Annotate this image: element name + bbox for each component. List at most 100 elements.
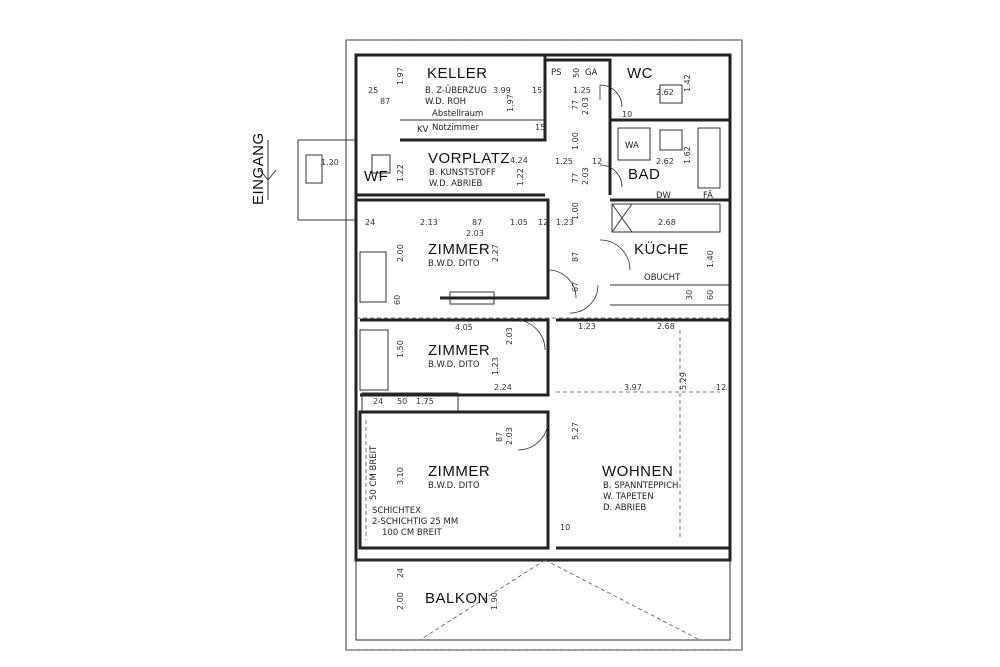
zimmer1-name: ZIMMER [428,241,490,258]
dim-z3c: 87 [495,432,504,442]
dim-wc3: 1.25 [573,86,591,95]
dim-ku3: 60 [706,290,715,300]
zimmer3-name: ZIMMER [428,463,490,480]
zimmer2-name: ZIMMER [428,342,490,359]
dim-v2: 1.22 [396,164,405,182]
bad-door-swing [599,164,623,188]
kueche-door-swing [599,239,631,271]
zimmer2-door-swing [514,319,546,351]
dim-b1: 2.62 [656,157,674,166]
entrance-outline [297,139,356,221]
dim-z2c: 1.23 [491,357,500,375]
dim-s3: 1.75 [416,397,434,406]
dim-z2f: 5.29 [679,372,688,390]
dim-z1b: 87 [472,218,482,227]
bad-fixture [659,129,683,151]
dim-z3d: 5.27 [571,422,580,440]
wohnen-wall [556,318,732,550]
dim-c2: 2.03 [581,97,590,115]
dim-v1: 4.24 [510,156,528,165]
zimmer1-door-frame [449,291,495,305]
kueche-counter [611,203,721,233]
zimmer3-extra-1: SCHICHTEX [372,506,421,516]
keller-wall [356,53,547,142]
bad-name: BAD [628,166,660,183]
zimmer3-wall [358,410,550,550]
label-kv: KV [417,125,429,135]
dim-k2: 3.99 [493,86,511,95]
wohnen-name: WOHNEN [602,463,673,480]
dim-ku5: 60 [393,295,402,305]
dim-m5: 67 [571,282,580,292]
dim-k5: 87 [380,97,390,106]
dim-bk1: 2.00 [396,592,405,610]
wf-box [371,154,391,174]
dim-k3: 1.97 [506,94,515,112]
label-wa: WA [625,141,639,151]
hall-door-swing [569,284,599,314]
dim-z1e: 2.00 [396,244,405,262]
dim-b2: 1.62 [683,146,692,164]
dim-z1a: 2.13 [420,218,438,227]
dim-z1d: 2.03 [466,229,484,238]
dim-z3a: 3.10 [396,467,405,485]
wc-left-wall [545,58,612,195]
dim-m3: 2.68 [657,322,675,331]
vorplatz-name: VORPLATZ [428,150,510,167]
dim-bk3: 24 [396,568,405,578]
wohnen-line-2: W. TAPETEN [603,492,654,502]
dim-c5: 2.03 [581,167,590,185]
label-dw: DW [656,191,672,201]
dim-v3: 1.22 [516,168,525,186]
dim-z2d: 2.24 [494,383,512,392]
zimmer3-extra-3: 100 CM BREIT [382,528,443,538]
dim-ku1: 2.68 [658,218,676,227]
dim-s1: 24 [373,397,383,406]
dim-b3: 1.25 [555,157,573,166]
dim-wc4: 50 [572,68,581,78]
wc-name: WC [627,65,653,82]
dim-k6: 15 [532,86,542,95]
dim-k1: 1.97 [396,67,405,85]
dim-z2e: 3.97 [624,383,642,392]
bathtub [697,127,721,189]
dim-m1: 4.05 [455,323,473,332]
dim-z1f: 2.27 [491,244,500,262]
dim-m4: 87 [571,252,580,262]
dim-c1: 1.00 [571,132,580,150]
zimmer3-side: 50 CM BREIT [369,445,379,500]
wc-fixture [659,84,683,104]
zimmer2-wall [360,318,550,397]
dim-c3: 77 [571,100,580,110]
vorplatz-line-2: W.D. ABRIEB [429,179,483,189]
keller-line-2: W.D. ROH [425,97,466,107]
balkon-diag-2 [544,559,701,641]
dim-z1c: 1.05 [510,218,528,227]
dim-wc1: 2.62 [656,88,674,97]
dim-b4: 12 [592,157,602,166]
dim-bk4: 10 [560,523,570,532]
entrance-label: EINGANG [250,132,267,205]
dim-ku4: 30 [685,290,694,300]
wa-basin [617,127,651,161]
dim-z2b: 2.03 [505,327,514,345]
zimmer1-closet [359,251,387,303]
dim-e1: 1.20 [321,158,339,167]
dim-z1h: 12 [538,218,548,227]
dim-c6: 77 [571,173,580,183]
entrance-step [305,154,323,184]
dim-z1g: 24 [365,218,375,227]
wf-name: WF [364,168,388,185]
zimmer1-door-swing [547,269,577,299]
dim-z2g: 12 [716,383,726,392]
dim-bk2: 1.90 [490,592,499,610]
wohnen-line-3: D. ABRIEB [603,503,646,513]
kueche-x-2 [611,203,633,233]
zimmer3-door-swing [517,419,549,451]
vorplatz-line-1: B. KUNSTSTOFF [429,168,496,178]
dim-z1i: 1.23 [556,218,574,227]
dim-z3b: 2.03 [505,427,514,445]
dim-k7: 15 [535,123,545,132]
dim-z2a: 1.50 [396,340,405,358]
